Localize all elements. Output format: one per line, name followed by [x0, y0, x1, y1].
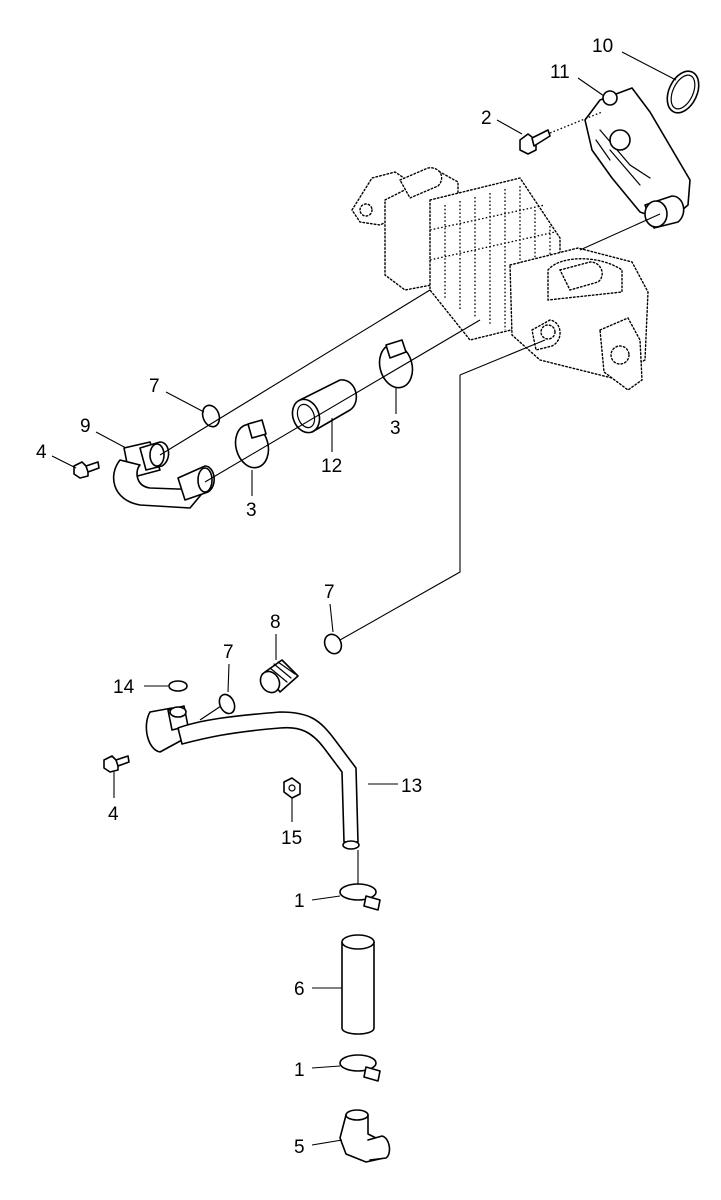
callout-11: 11: [550, 62, 570, 83]
callout-7-upper: 7: [149, 376, 160, 397]
callout-3-right: 3: [390, 418, 401, 439]
callout-3-left: 3: [246, 500, 257, 521]
grommet-part-8: [259, 659, 299, 694]
callout-7-middle: 7: [324, 582, 335, 603]
callout-12: 12: [321, 456, 342, 477]
callout-1-upper: 1: [294, 891, 305, 912]
bolt-part-2: [519, 111, 603, 155]
hose-part-12: [291, 379, 358, 434]
hose-clamp-part-1-upper: [339, 883, 381, 911]
o-ring-part-7-upper: [201, 404, 221, 428]
callout-14: 14: [113, 677, 135, 698]
o-ring-part-7-middle: [323, 633, 343, 655]
tee-fitting-part-5: [339, 1109, 391, 1163]
callout-15: 15: [281, 828, 302, 849]
callout-9: 9: [80, 416, 91, 437]
o-ring-part-14: [168, 680, 188, 692]
pipe-part-13: [145, 705, 360, 850]
callout-1-lower: 1: [294, 1060, 305, 1081]
inlet-pipe-part: [112, 441, 215, 509]
o-ring-large-part: [666, 70, 700, 114]
callout-labels: 10 11 2 7 9 4 3 12 3 7 8 7 14 4 13 15 1 …: [36, 36, 613, 1158]
outlet-bracket-part: [584, 87, 691, 229]
hose-clamp-part-1-lower: [339, 1054, 381, 1082]
hose-clamp-part-3-left: [234, 419, 270, 469]
hose-part-6: [341, 934, 375, 1035]
callout-4-upper: 4: [36, 442, 47, 463]
nut-part-15: [283, 777, 301, 799]
assembly-axis-lines: [159, 213, 661, 721]
leader-lines: [51, 51, 677, 1146]
egr-cooler-assembly: [351, 167, 649, 391]
o-ring-part-7-lower: [218, 693, 236, 715]
hose-clamp-part-3-right: [378, 339, 414, 389]
bolt-part-4-upper: [73, 461, 100, 479]
callout-7-lower: 7: [223, 642, 234, 663]
callout-13: 13: [401, 776, 422, 797]
callout-10: 10: [592, 36, 613, 57]
bolt-part-4-lower: [103, 755, 130, 773]
callout-4-lower: 4: [108, 804, 119, 825]
callout-6: 6: [294, 979, 305, 1000]
callout-8: 8: [270, 612, 281, 633]
callout-2: 2: [481, 108, 492, 129]
callout-5: 5: [294, 1137, 305, 1158]
